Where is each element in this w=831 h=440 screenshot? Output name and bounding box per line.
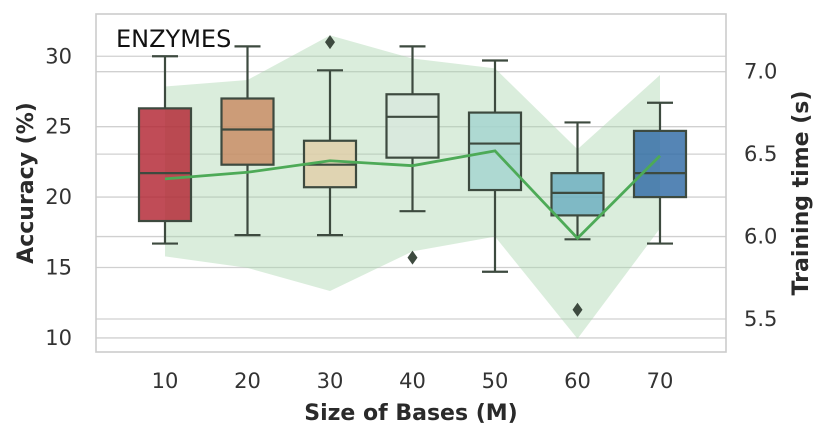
y2-tick-label: 6.0	[744, 225, 777, 249]
outlier-point	[572, 302, 583, 317]
box-70	[632, 101, 688, 245]
y2-tick-label: 6.5	[744, 142, 777, 166]
outlier-point	[325, 35, 335, 50]
y-tick-label: 10	[45, 326, 72, 350]
x-tick-label: 30	[317, 369, 344, 393]
box-10	[137, 55, 193, 245]
y-tick-label: 15	[45, 256, 72, 280]
y-tick-label: 20	[45, 185, 72, 209]
box-body	[137, 107, 193, 223]
box-body	[550, 172, 605, 217]
y2-axis-title: Training time (s)	[789, 91, 814, 296]
tick-labels: 10 15 20 25 30 5.5 6.0 6.5 7.0 10 20 30 40 50 60 70	[45, 44, 777, 393]
box-body	[632, 129, 688, 199]
y2-tick-label: 7.0	[744, 60, 777, 84]
y2-tick-label: 5.5	[744, 307, 777, 331]
accuracy-boxes-layer	[137, 35, 688, 317]
plot-frame	[95, 13, 727, 353]
x-axis-title: Size of Bases (M)	[304, 401, 518, 426]
training-time-line	[164, 149, 661, 241]
y-tick-label: 25	[45, 115, 72, 139]
grid-lines	[96, 55, 726, 339]
box-20	[220, 45, 275, 237]
y-axis-title: Accuracy (%)	[14, 102, 39, 264]
x-tick-label: 70	[647, 369, 674, 393]
box-60	[550, 121, 605, 317]
box-body	[385, 93, 440, 159]
x-tick-label: 60	[564, 369, 591, 393]
training-time-line-layer	[164, 149, 661, 241]
x-tick-label: 50	[482, 369, 509, 393]
box-40	[385, 45, 440, 265]
x-tick-label: 10	[152, 369, 179, 393]
chart-title: ENZYMES	[116, 25, 231, 53]
outlier-point	[407, 250, 418, 265]
x-tick-label: 20	[234, 369, 261, 393]
box-body	[220, 97, 275, 166]
x-tick-label: 40	[399, 369, 426, 393]
y-tick-label: 30	[45, 44, 72, 68]
